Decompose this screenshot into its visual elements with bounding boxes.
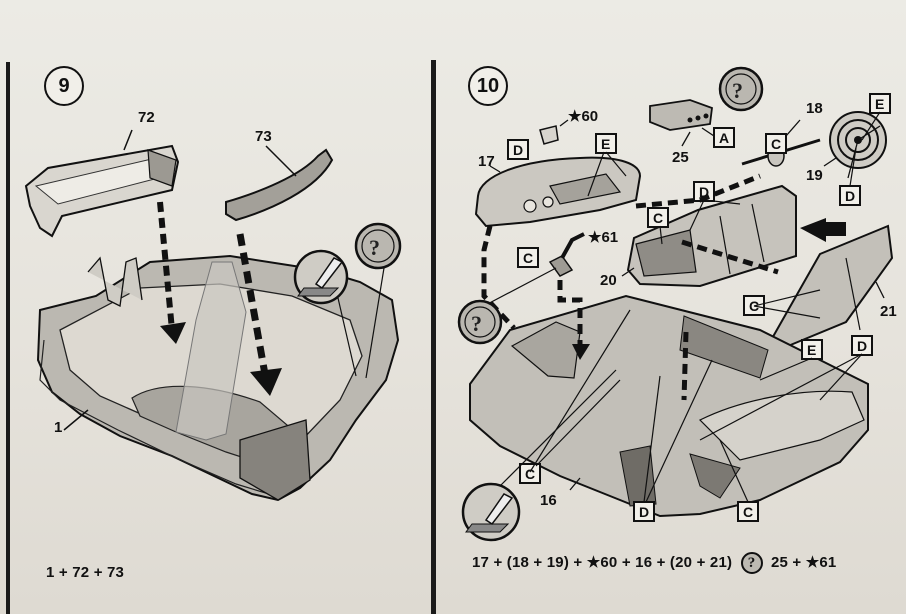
step-10-formula: 17 + (18 + 19) + ★60 + 16 + (20 + 21) ? … [472, 552, 836, 574]
direction-arrow [800, 218, 846, 242]
part-16-floor-pan [469, 294, 869, 518]
letter-e-box: E [595, 133, 617, 154]
question-icon: ? [740, 552, 763, 574]
part-61-shifter [548, 232, 585, 277]
svg-text:D: D [845, 188, 855, 204]
part-18-label: 18 [806, 100, 823, 117]
svg-text:A: A [719, 130, 729, 146]
letter-c-box: C [737, 501, 759, 522]
letter-e-box: E [869, 93, 891, 114]
svg-text:?: ? [471, 311, 482, 336]
step-9-panel: 9 1 + 72 + 73 [10, 60, 431, 614]
part-19-steering-wheel [823, 111, 887, 179]
letter-a-box: A [713, 127, 735, 148]
glue-icon [293, 249, 357, 377]
part-73-label: 73 [255, 128, 272, 145]
step-10-number: 10 [468, 66, 508, 106]
part-20-label: 20 [600, 272, 617, 289]
letter-c-box: C [519, 463, 541, 484]
formula-left: 17 + (18 + 19) + ★60 + 16 + (20 + 21) [472, 553, 733, 571]
part-17-dashboard [474, 156, 642, 228]
part-16-label: 16 [540, 492, 557, 509]
step-9-number: 9 [44, 66, 84, 106]
part-72-windshield [24, 129, 180, 238]
step-9-formula: 1 + 72 + 73 [46, 564, 125, 581]
step-10-label: 10 [476, 74, 500, 97]
letter-c-box: C [517, 247, 539, 268]
step-10-panel: 10 17 + (18 + 19) + ★60 + 16 + (20 + 21)… [436, 60, 906, 614]
part-60-knob [539, 119, 569, 145]
left-border [6, 62, 10, 614]
question-icon: ? [354, 222, 402, 379]
part-61-label: ★61 [588, 229, 618, 246]
part-60-label: ★60 [568, 108, 598, 125]
part-25-label: 25 [672, 149, 689, 166]
letter-d-box: D [839, 185, 861, 206]
center-divider [431, 60, 436, 614]
letter-d-box: D [633, 501, 655, 522]
svg-text:C: C [771, 136, 781, 152]
letter-d-box: D [507, 139, 529, 160]
svg-text:?: ? [369, 235, 380, 260]
part-19-label: 19 [806, 167, 823, 184]
question-icon: ? [718, 66, 764, 112]
letter-c-box: C [647, 207, 669, 228]
formula-right: 25 + ★61 [770, 553, 837, 571]
part-1-label: 1 [54, 419, 62, 436]
part-20-seat [621, 184, 797, 288]
letter-e-box: E [801, 339, 823, 360]
question-icon: ? [457, 299, 503, 345]
svg-text:?: ? [732, 78, 743, 103]
part-21-label: 21 [880, 303, 897, 320]
part-25-radio [649, 99, 715, 147]
step-9-label: 9 [58, 74, 70, 97]
svg-text:E: E [601, 136, 610, 152]
svg-text:C: C [653, 210, 663, 226]
svg-text:C: C [743, 504, 753, 520]
part-72-label: 72 [138, 109, 155, 126]
glue-icon [461, 369, 617, 542]
svg-text:D: D [699, 184, 709, 200]
svg-text:C: C [525, 466, 535, 482]
letter-c-box: C [765, 133, 787, 154]
part-73-rear-window [225, 145, 334, 222]
arrow-head [572, 344, 590, 360]
part-17-label: 17 [478, 153, 495, 170]
leader-lines [479, 111, 881, 503]
svg-text:E: E [875, 96, 884, 112]
svg-text:D: D [639, 504, 649, 520]
svg-text:E: E [807, 342, 816, 358]
assembly-dashed-lines [481, 173, 779, 401]
letter-d-box: D [851, 335, 873, 356]
step-9-arrows [157, 201, 282, 396]
svg-text:D: D [513, 142, 523, 158]
part-1-body [36, 254, 400, 502]
svg-text:C: C [523, 250, 533, 266]
svg-text:D: D [857, 338, 867, 354]
